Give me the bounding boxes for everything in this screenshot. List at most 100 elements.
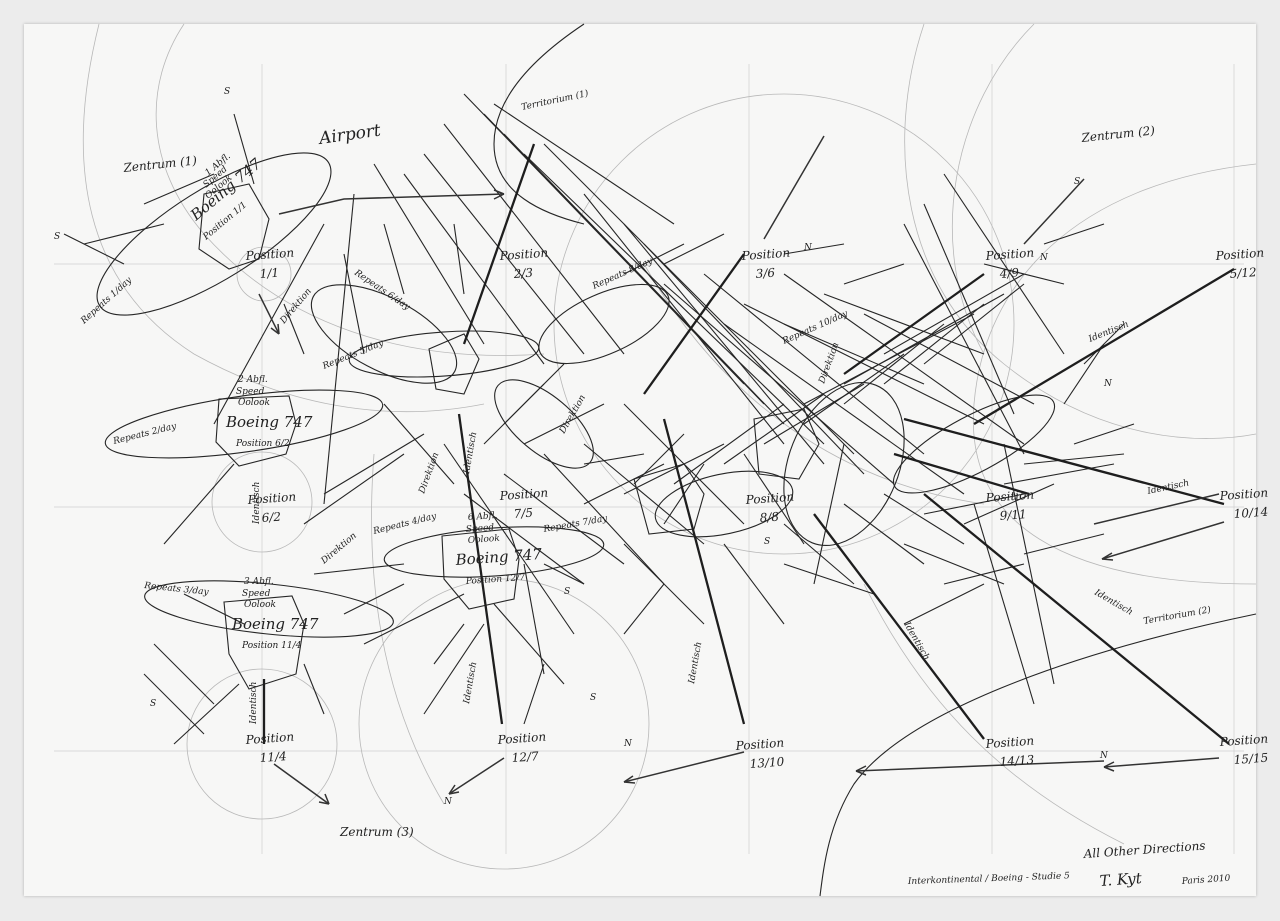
direction-line [503, 133, 785, 425]
direction-line [233, 113, 255, 185]
direction-line [1073, 423, 1135, 445]
direction-line [663, 233, 725, 265]
direction-line [453, 223, 465, 295]
aircraft-position: Position 6/2 [235, 439, 290, 449]
direction-line [803, 313, 975, 405]
direction-line [963, 483, 1055, 525]
aircraft-speed: Speed [466, 523, 495, 535]
direction-line [843, 323, 945, 405]
direction-line [313, 563, 405, 575]
direction-line [1003, 443, 1055, 685]
direction-line [783, 323, 925, 385]
s-marker: S [590, 693, 596, 703]
direction-lines [63, 93, 1135, 745]
position-number: 3/6 [755, 266, 776, 281]
repeats-label: Repeats 1/day [79, 275, 135, 327]
n-marker: N [803, 243, 813, 253]
position-number: 4/9 [998, 266, 1020, 281]
aircraft-name: Boeing 747 [225, 413, 313, 431]
aircraft-flights: 2 Abfl. [237, 375, 268, 385]
position-number: 14/13 [999, 753, 1035, 769]
direction-word: Direktion [817, 341, 841, 386]
zentrum-label: Zentrum (1) [122, 153, 198, 175]
direction-word: Direktion [319, 531, 359, 567]
direction-line [323, 433, 425, 495]
territorium-label: Territorium (1) [520, 88, 590, 113]
position-label: Position [244, 730, 294, 747]
direction-line [383, 223, 405, 295]
direction-line [373, 163, 485, 345]
direction-line [153, 643, 215, 705]
s-marker: S [564, 587, 570, 597]
s-marker: S [1074, 177, 1080, 187]
direction-line [543, 143, 855, 455]
direction-line [843, 503, 925, 565]
direction-line [383, 403, 455, 485]
aircraft-outlook: Oolook [468, 534, 501, 546]
direction-line [1043, 223, 1105, 245]
direction-line [583, 443, 705, 545]
n-marker: N [1103, 379, 1113, 389]
grid-lines [54, 64, 1244, 854]
direction-word: Direktion [417, 451, 441, 496]
position-label: Position [496, 730, 546, 747]
s-marker: S [764, 537, 770, 547]
position-number: 8/8 [759, 510, 780, 525]
direction-line [403, 173, 545, 365]
n-marker: N [1099, 751, 1109, 761]
direction-line [1023, 533, 1105, 555]
direction-line [543, 453, 665, 585]
direction-line [523, 663, 545, 725]
position-label: Position [1218, 732, 1268, 749]
direction-line [323, 193, 355, 505]
direction-line [523, 403, 605, 445]
aircraft-flights: 6 Abfl. [468, 511, 498, 523]
position-label: Position [244, 246, 294, 263]
direction-line [173, 683, 240, 745]
zentrum-label: Zentrum (3) [339, 825, 414, 839]
position-number: 15/15 [1233, 751, 1268, 767]
aircraft-speed: Speed [236, 387, 265, 397]
zentrum-label: Zentrum (2) [1080, 123, 1156, 145]
direction-line [493, 103, 675, 225]
direction-line [883, 303, 985, 385]
direction-line [83, 223, 165, 245]
direction-line [943, 563, 1025, 585]
direction-line [883, 493, 965, 545]
direction-line [783, 243, 845, 255]
repeats-label: Repeats 2/day [111, 421, 178, 447]
project-caption: Interkontinental / Boeing - Studie 5 [907, 871, 1071, 887]
direction-line [783, 563, 875, 595]
direction-line [443, 443, 575, 635]
identisch-word: Identisch [1086, 320, 1130, 346]
position-label: Position [498, 486, 548, 503]
direction-line [163, 463, 235, 545]
direction-line [903, 223, 1025, 455]
arrow-rays [258, 135, 1225, 805]
direction-line [1023, 453, 1125, 465]
direction-line [503, 473, 625, 565]
direction-line [583, 193, 785, 445]
direction-line [213, 223, 325, 425]
position-label: Position [246, 490, 296, 507]
position-label: Position [740, 246, 790, 263]
place-year: Paris 2010 [1181, 874, 1231, 887]
direction-line [583, 453, 645, 465]
direction-line [1083, 323, 1125, 365]
n-marker: N [623, 739, 633, 749]
position-label: Position [1218, 486, 1268, 503]
direction-line [723, 323, 965, 495]
aircraft-ellipses [96, 152, 1056, 638]
direction-line [723, 393, 825, 465]
aircraft-outlook: Oolook [244, 600, 276, 610]
direction-line [423, 623, 485, 715]
position-label: Position [498, 246, 548, 263]
position-number: 9/11 [999, 507, 1027, 523]
position-number: 13/10 [749, 755, 785, 771]
aircraft-name: Boeing 747 [454, 545, 543, 569]
direction-line [543, 563, 585, 585]
territorium-label: Territorium (2) [1143, 604, 1213, 627]
direction-line [143, 673, 205, 735]
direction-line [643, 243, 865, 475]
